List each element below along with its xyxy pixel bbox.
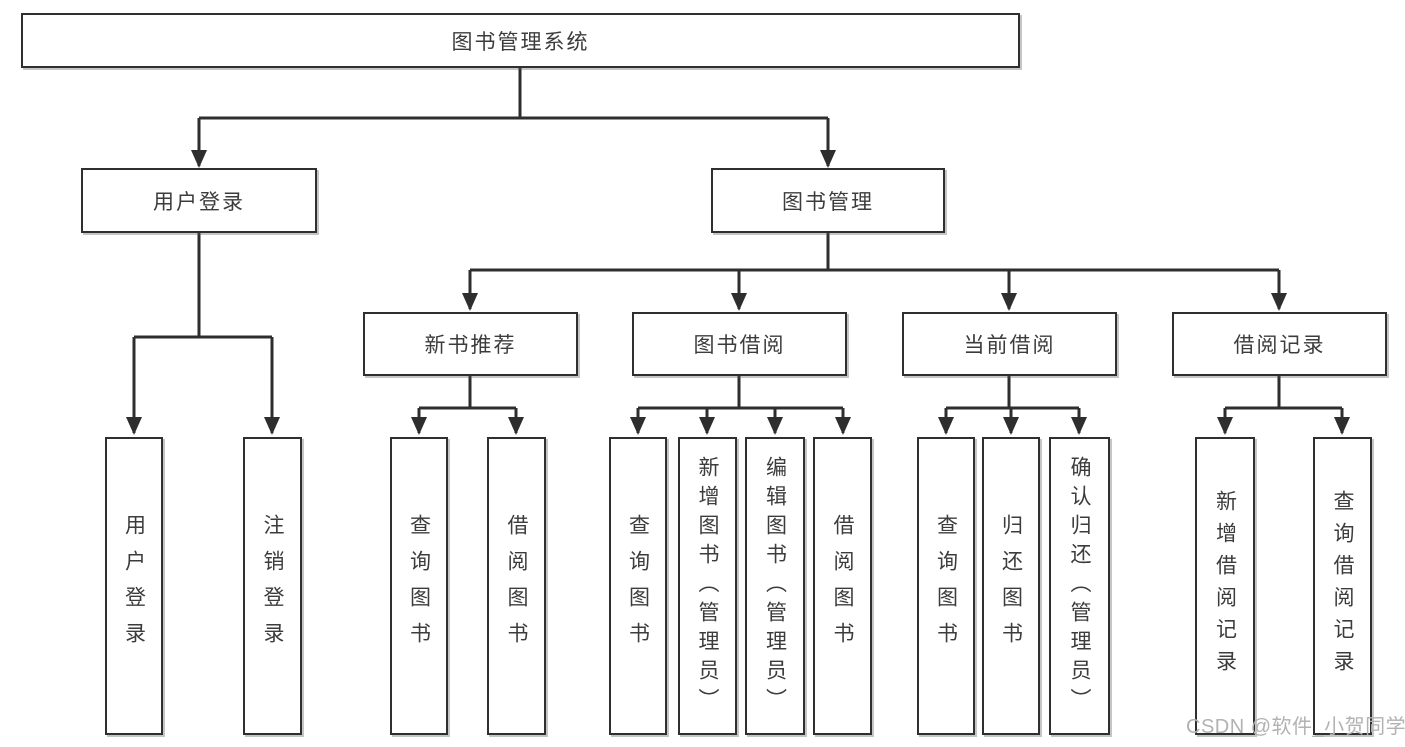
node-bb-add-book-admin: 新增图书（管理员） xyxy=(678,437,737,735)
node-borrow-record: 借阅记录 xyxy=(1172,312,1387,376)
node-cb-return-book: 归还图书 xyxy=(982,437,1040,735)
node-user-login: 用户登录 xyxy=(81,168,317,233)
node-cb-query-book: 查询图书 xyxy=(917,437,975,735)
node-bb-borrow-book: 借阅图书 xyxy=(813,437,872,735)
node-ul-logout: 注销登录 xyxy=(243,437,302,735)
node-book-borrow: 图书借阅 xyxy=(632,312,847,376)
node-new-book-recommend: 新书推荐 xyxy=(363,312,578,376)
node-cb-confirm-return-admin: 确认归还（管理员） xyxy=(1049,437,1110,735)
node-book-management: 图书管理 xyxy=(711,168,945,233)
node-bb-edit-book-admin: 编辑图书（管理员） xyxy=(745,437,805,735)
node-nr-borrow-book: 借阅图书 xyxy=(487,437,546,735)
node-bb-query-book: 查询图书 xyxy=(609,437,667,735)
node-root: 图书管理系统 xyxy=(21,13,1020,68)
node-ul-user-login: 用户登录 xyxy=(105,437,163,735)
node-br-query-record: 查询借阅记录 xyxy=(1313,437,1372,735)
csdn-watermark: CSDN @软件_小贺同学 xyxy=(1186,716,1405,738)
node-current-borrow: 当前借阅 xyxy=(902,312,1117,376)
node-nr-query-book: 查询图书 xyxy=(390,437,448,735)
node-br-add-record: 新增借阅记录 xyxy=(1195,437,1255,735)
